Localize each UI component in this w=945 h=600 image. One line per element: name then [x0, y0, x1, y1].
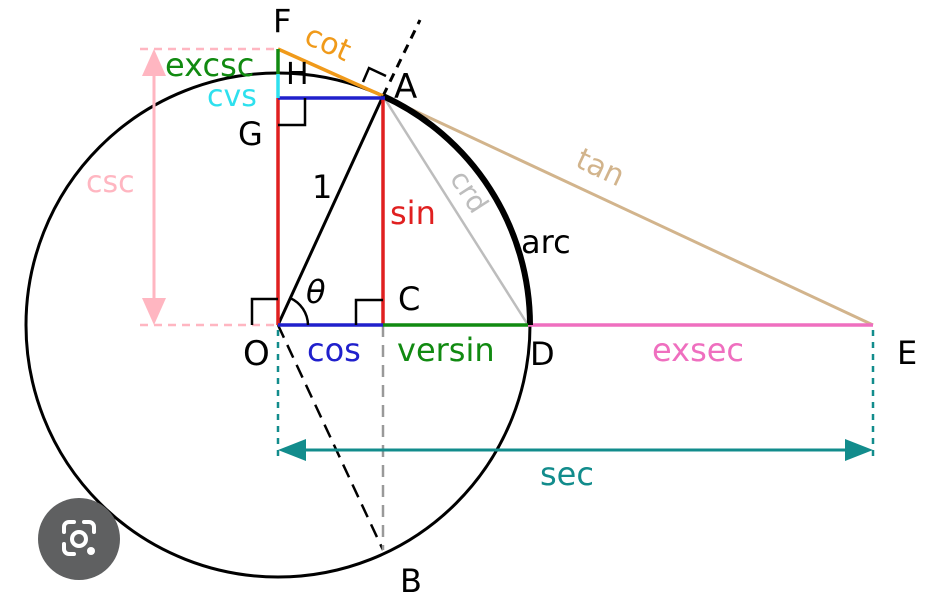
- label-arc: arc: [521, 223, 571, 261]
- csc-arrow-bottom: [142, 298, 166, 325]
- label-crd: crd: [443, 164, 495, 219]
- label-point-e: E: [897, 334, 917, 372]
- label-csc: csc: [86, 165, 135, 200]
- google-lens-button[interactable]: [38, 498, 120, 580]
- theta-angle-arc: [289, 296, 310, 326]
- radius-extension-top: [381, 19, 422, 97]
- label-excsc: excsc: [165, 46, 254, 84]
- right-angle-o: [250, 297, 278, 325]
- right-angle-g: [278, 98, 307, 127]
- label-point-f: F: [273, 2, 291, 40]
- csc-arrow-top: [142, 49, 166, 76]
- label-sin: sin: [390, 194, 436, 232]
- crd-segment: [381, 95, 530, 326]
- label-exsec: exsec: [652, 331, 744, 369]
- sec-arrow-right: [845, 439, 873, 461]
- cot-segment: [277, 47, 384, 98]
- radius-segment: [276, 95, 385, 326]
- label-point-h: H: [286, 57, 309, 92]
- label-cvs: cvs: [207, 79, 257, 114]
- tan-segment: [382, 94, 874, 327]
- google-lens-icon: [62, 520, 96, 556]
- label-cos: cos: [307, 331, 361, 369]
- label-point-o: O: [243, 334, 270, 374]
- label-point-c: C: [398, 280, 420, 318]
- arc-segment: [381, 93, 533, 326]
- label-versin: versin: [397, 331, 495, 369]
- label-point-a: A: [394, 67, 417, 107]
- diameter-to-b: [276, 324, 385, 551]
- sec-arrow-left: [278, 439, 306, 461]
- right-angle-c: [354, 298, 383, 325]
- label-point-d: D: [530, 335, 555, 373]
- label-theta: θ: [306, 273, 326, 311]
- label-radius-one: 1: [312, 168, 332, 206]
- right-angle-a: [361, 66, 387, 83]
- label-point-g: G: [238, 115, 263, 153]
- label-point-b: B: [400, 562, 422, 600]
- label-sec: sec: [540, 455, 594, 493]
